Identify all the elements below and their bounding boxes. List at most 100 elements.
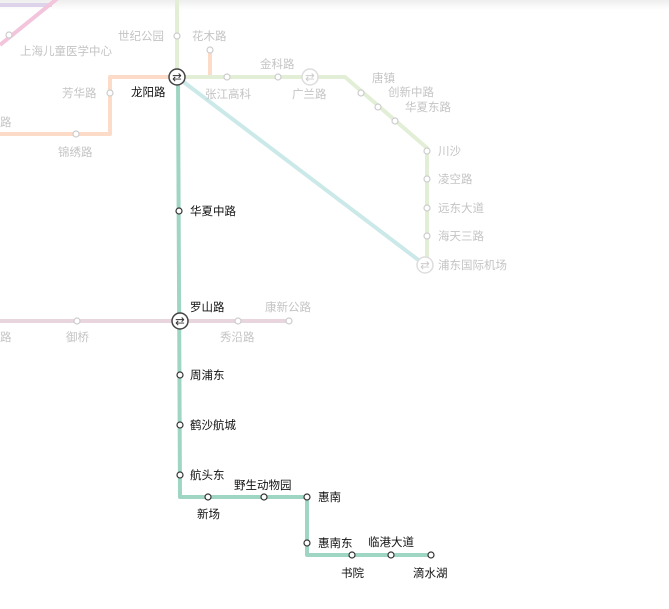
interchange-icon[interactable] <box>168 68 186 86</box>
station-dot[interactable] <box>223 73 231 81</box>
station-active-3[interactable]: 周浦东 <box>176 368 225 382</box>
line-16[interactable] <box>176 76 431 557</box>
station-dot[interactable] <box>423 204 431 212</box>
station-dot[interactable] <box>374 103 382 111</box>
station-label[interactable]: 路 <box>0 330 12 344</box>
station-dot[interactable] <box>423 147 431 155</box>
station-label[interactable]: 远东大道 <box>438 201 484 215</box>
station-active-9[interactable]: 惠南东 <box>303 536 353 550</box>
station-dot[interactable] <box>423 175 431 183</box>
station-dot[interactable] <box>176 471 184 479</box>
station-label[interactable]: 华夏中路 <box>190 204 236 218</box>
station-line2-9[interactable]: 远东大道 <box>423 201 484 215</box>
station-dot[interactable] <box>176 371 184 379</box>
station-label[interactable]: 新场 <box>197 507 220 521</box>
station-line2-2[interactable]: 金科路 <box>260 57 295 81</box>
station-active-5[interactable]: 航头东 <box>176 468 225 482</box>
station-dot[interactable] <box>176 421 184 429</box>
station-dot[interactable] <box>106 89 114 97</box>
station-dot[interactable] <box>72 130 80 138</box>
station-label[interactable]: 路 <box>0 115 12 129</box>
station-label[interactable]: 康新公路 <box>265 300 311 314</box>
station-label[interactable]: 周浦东 <box>190 368 225 382</box>
station-active-1[interactable]: 华夏中路 <box>175 204 236 218</box>
interchange-icon[interactable] <box>416 256 434 274</box>
station-line2-6[interactable]: 华夏东路 <box>391 100 451 125</box>
station-dot[interactable] <box>423 232 431 240</box>
station-active-0[interactable]: ⇄龙阳路 <box>131 68 186 99</box>
maglev-line[interactable] <box>175 75 427 267</box>
station-label[interactable]: 锦绣路 <box>58 145 93 159</box>
station-label[interactable]: 张江高科 <box>205 87 251 101</box>
station-line2-3[interactable]: ⇄广兰路 <box>292 68 327 101</box>
station-active-8[interactable]: 惠南 <box>303 490 341 504</box>
station-line2-0[interactable]: 世纪公园 <box>118 29 181 43</box>
station-label[interactable]: 广兰路 <box>292 87 327 101</box>
station-line7-0[interactable]: 花木路 <box>192 29 227 54</box>
station-dot[interactable] <box>175 207 183 215</box>
station-active-10[interactable]: 书院 <box>341 551 364 580</box>
station-dot[interactable] <box>260 493 268 501</box>
station-line2-5[interactable]: 创新中路 <box>374 85 434 111</box>
station-line7-1[interactable]: 芳华路 <box>62 86 114 100</box>
station-label[interactable]: 凌空路 <box>438 172 473 186</box>
station-line11-1[interactable]: 秀沿路 <box>220 317 255 344</box>
station-dot[interactable] <box>285 317 293 325</box>
station-dot[interactable] <box>303 539 311 547</box>
station-line2-1[interactable]: 张江高科 <box>205 73 251 101</box>
station-line2-7[interactable]: 川沙 <box>423 144 461 158</box>
station-dot[interactable] <box>206 46 214 54</box>
station-line2-4[interactable]: 唐镇 <box>357 71 395 97</box>
station-line2-8[interactable]: 凌空路 <box>423 172 473 186</box>
station-dot[interactable] <box>391 117 399 125</box>
station-label[interactable]: 惠南 <box>318 490 341 504</box>
station-label[interactable]: 浦东国际机场 <box>438 258 507 272</box>
station-active-6[interactable]: 新场 <box>197 493 220 521</box>
station-line11-0[interactable]: 御桥 <box>66 317 89 344</box>
station-dot[interactable] <box>274 73 282 81</box>
station-label[interactable]: 临港大道 <box>368 535 414 549</box>
station-dot[interactable] <box>73 317 81 325</box>
station-label[interactable]: 龙阳路 <box>131 85 166 99</box>
station-label[interactable]: 罗山路 <box>190 300 225 314</box>
station-label[interactable]: 创新中路 <box>388 85 434 99</box>
station-dot[interactable] <box>5 31 13 39</box>
station-label[interactable]: 川沙 <box>438 144 461 158</box>
station-dot[interactable] <box>427 551 435 559</box>
station-line11-2[interactable]: 康新公路 <box>265 300 311 325</box>
interchange-icon[interactable] <box>301 68 319 86</box>
station-active-12[interactable]: 滴水湖 <box>413 551 448 580</box>
station-label[interactable]: 花木路 <box>192 29 227 43</box>
station-line11-3[interactable]: 路 <box>0 318 12 344</box>
station-line2-11[interactable]: ⇄浦东国际机场 <box>416 256 507 274</box>
line-2[interactable] <box>175 0 429 265</box>
station-label[interactable]: 海天三路 <box>438 229 484 243</box>
station-label[interactable]: 航头东 <box>190 468 225 482</box>
station-pink-0[interactable]: 上海儿童医学中心 <box>5 31 112 58</box>
station-label[interactable]: 秀沿路 <box>220 330 255 344</box>
station-active-4[interactable]: 鹤沙航城 <box>176 418 236 432</box>
station-label[interactable]: 鹤沙航城 <box>190 418 236 432</box>
station-label[interactable]: 滴水湖 <box>413 566 448 580</box>
station-line7-3[interactable]: 路 <box>0 115 12 137</box>
station-dot[interactable] <box>234 317 242 325</box>
station-label[interactable]: 野生动物园 <box>234 478 292 492</box>
station-label[interactable]: 御桥 <box>66 330 89 344</box>
station-label[interactable]: 书院 <box>341 566 364 580</box>
station-label[interactable]: 唐镇 <box>372 71 395 85</box>
interchange-icon[interactable] <box>171 312 189 330</box>
station-dot[interactable] <box>357 89 365 97</box>
station-line7-2[interactable]: 锦绣路 <box>58 130 93 159</box>
station-line2-10[interactable]: 海天三路 <box>423 229 484 243</box>
station-dot[interactable] <box>173 32 181 40</box>
station-label[interactable]: 世纪公园 <box>118 29 164 43</box>
station-dot[interactable] <box>303 493 311 501</box>
station-label[interactable]: 上海儿童医学中心 <box>20 44 112 58</box>
station-label[interactable]: 金科路 <box>260 57 295 71</box>
station-active-7[interactable]: 野生动物园 <box>234 478 292 501</box>
station-label[interactable]: 华夏东路 <box>405 100 451 114</box>
station-dot[interactable] <box>204 493 212 501</box>
station-dot[interactable] <box>387 551 395 559</box>
station-active-11[interactable]: 临港大道 <box>368 535 414 559</box>
